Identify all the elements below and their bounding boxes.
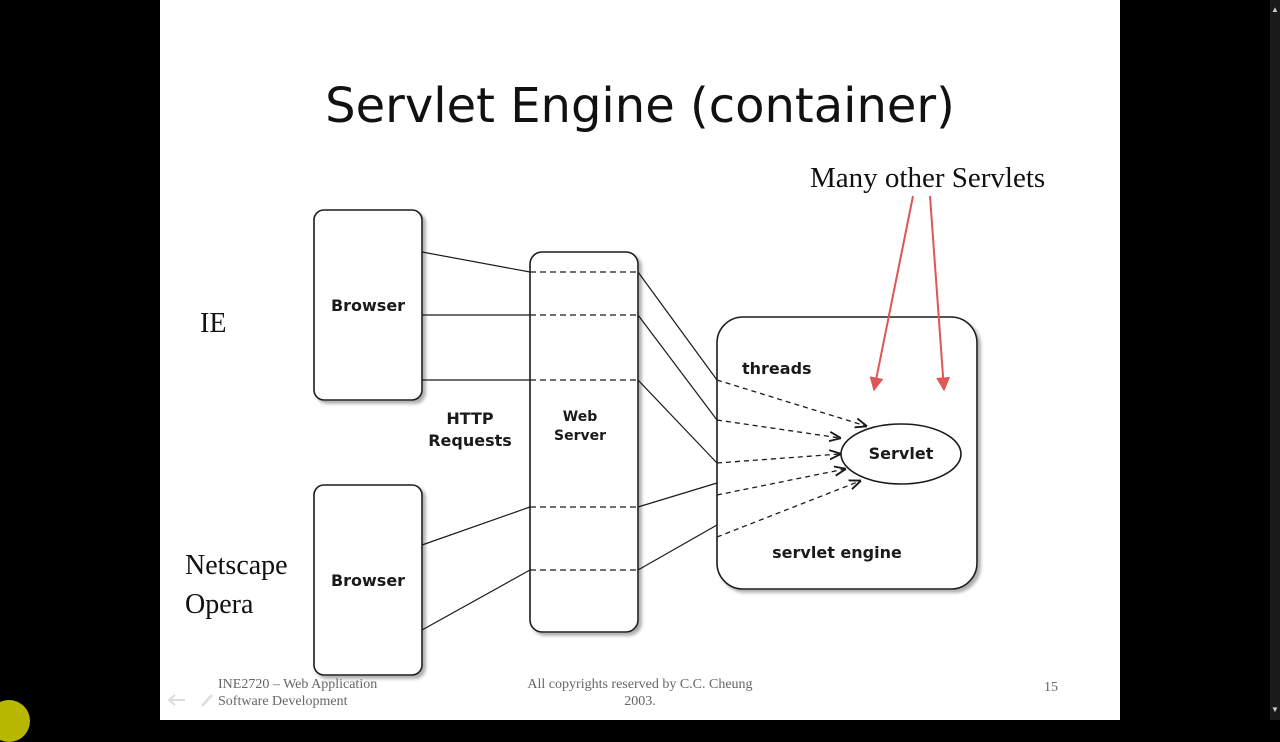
servlet-label: Servlet: [868, 444, 934, 463]
back-arrow-icon[interactable]: [168, 694, 186, 706]
web-server-dividers: [530, 271, 638, 571]
web-server-line-2: Server: [553, 428, 606, 444]
footer-center-line-2: 2003.: [624, 694, 656, 709]
http-requests-line-1: HTTP: [446, 409, 494, 428]
footer-left-line-1: INE2720 – Web Application: [218, 677, 378, 692]
client-label-netscape: Netscape: [185, 550, 288, 581]
browser-box-bottom: [313, 484, 423, 676]
browser-label-bottom: Browser: [330, 571, 406, 590]
web-server-line-1: Web: [562, 409, 598, 425]
http-requests-line-2: Requests: [428, 431, 512, 450]
scroll-up-icon[interactable]: ▲: [1271, 5, 1279, 14]
client-label-ie: IE: [200, 308, 227, 339]
thread-arrows: [716, 379, 866, 538]
web-server-label: Web Server: [530, 408, 630, 446]
web-server-box: [529, 251, 639, 633]
browser-label-top: Browser: [330, 296, 406, 315]
client-label-opera: Opera: [185, 589, 254, 620]
footer-left-line-2: Software Development: [218, 694, 348, 709]
footer-center-line-1: All copyrights reserved by C.C. Cheung: [527, 677, 753, 692]
footer-center: All copyrights reserved by C.C. Cheung 2…: [500, 676, 780, 710]
pen-icon[interactable]: [200, 692, 216, 708]
page-number: 15: [1044, 680, 1058, 695]
server-to-engine-lines: [637, 271, 718, 571]
browser-box-top: [313, 209, 423, 401]
annotation-many-servlets: Many other Servlets: [810, 162, 1046, 194]
servlet-engine-label: servlet engine: [772, 543, 902, 562]
http-requests-label: HTTP Requests: [420, 408, 520, 452]
threads-label: threads: [742, 359, 812, 378]
scroll-down-icon[interactable]: ▼: [1271, 705, 1279, 714]
annotation-arrows: [869, 195, 951, 392]
slide-title: Servlet Engine (container): [325, 78, 955, 134]
footer-left: INE2720 – Web Application Software Devel…: [218, 676, 377, 710]
vertical-scrollbar[interactable]: ▲ ▼: [1270, 0, 1280, 720]
http-request-lines: [421, 251, 531, 631]
servlet-diagram: [313, 195, 978, 676]
